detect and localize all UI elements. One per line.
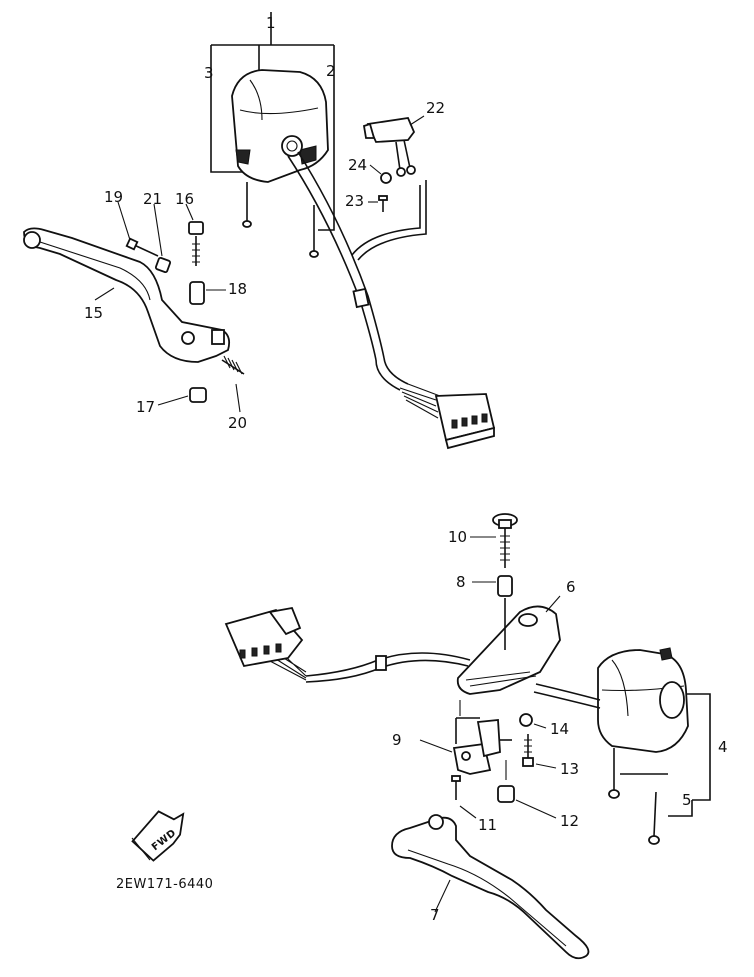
collar-18 — [189, 281, 226, 305]
washer-24 — [369, 164, 392, 184]
callout-13: 13 — [560, 760, 579, 778]
washer-14 — [519, 713, 547, 729]
callout-20: 20 — [228, 414, 247, 432]
callout-1: 1 — [266, 14, 276, 32]
callout-19: 19 — [104, 188, 123, 206]
nut-21 — [153, 203, 172, 274]
screw-11 — [451, 775, 477, 819]
callout-16: 16 — [175, 190, 194, 208]
callout-24: 24 — [348, 156, 367, 174]
bolt-13 — [522, 734, 557, 769]
lower-wire-harness — [267, 641, 601, 709]
nut-17 — [157, 387, 207, 406]
lower-coupler — [224, 606, 304, 668]
bolt-16 — [185, 203, 204, 266]
callout-5: 5 — [682, 791, 692, 809]
lower-assembly — [131, 513, 711, 960]
callout-8: 8 — [456, 573, 466, 591]
callout-7: 7 — [430, 906, 440, 924]
switch-screw-5 — [648, 791, 660, 845]
left-handlebar-switch — [231, 69, 329, 183]
callout-6: 6 — [566, 578, 576, 596]
collar-8 — [472, 575, 513, 597]
diagram-code: 2EW171-6440 — [116, 877, 213, 892]
nut-12 — [497, 785, 557, 819]
callout-14: 14 — [550, 720, 569, 738]
clutch-switch — [362, 115, 425, 177]
callout-3: 3 — [204, 64, 214, 82]
fwd-arrow-icon — [131, 810, 185, 862]
callout-23: 23 — [345, 192, 364, 210]
callout-10: 10 — [448, 528, 467, 546]
upper-wire-harness — [287, 151, 441, 419]
upper-coupler — [434, 393, 496, 450]
screw-23 — [368, 195, 388, 212]
callout-15: 15 — [84, 304, 103, 322]
callout-22: 22 — [426, 99, 445, 117]
callout-17: 17 — [136, 398, 155, 416]
upper-assembly — [23, 12, 496, 450]
callout-21: 21 — [143, 190, 162, 208]
brake-master-cylinder — [456, 595, 561, 695]
right-handlebar-switch — [597, 647, 689, 799]
callout-11: 11 — [478, 816, 497, 834]
screw-10 — [470, 513, 518, 568]
callout-18: 18 — [228, 280, 247, 298]
callout-9: 9 — [392, 731, 402, 749]
callout-2: 2 — [326, 62, 336, 80]
bolt-19 — [117, 201, 159, 257]
front-brake-switch — [419, 717, 512, 775]
switch-screw-3 — [242, 182, 252, 228]
spring-20 — [221, 355, 245, 413]
switch-screw-2 — [309, 205, 319, 258]
callouts: 1 2 3 4 5 6 7 8 9 10 11 12 13 14 15 16 1… — [84, 14, 728, 924]
brake-lever — [391, 814, 590, 960]
callout-12: 12 — [560, 812, 579, 830]
callout-4: 4 — [718, 738, 728, 756]
clutch-lever — [23, 227, 231, 363]
